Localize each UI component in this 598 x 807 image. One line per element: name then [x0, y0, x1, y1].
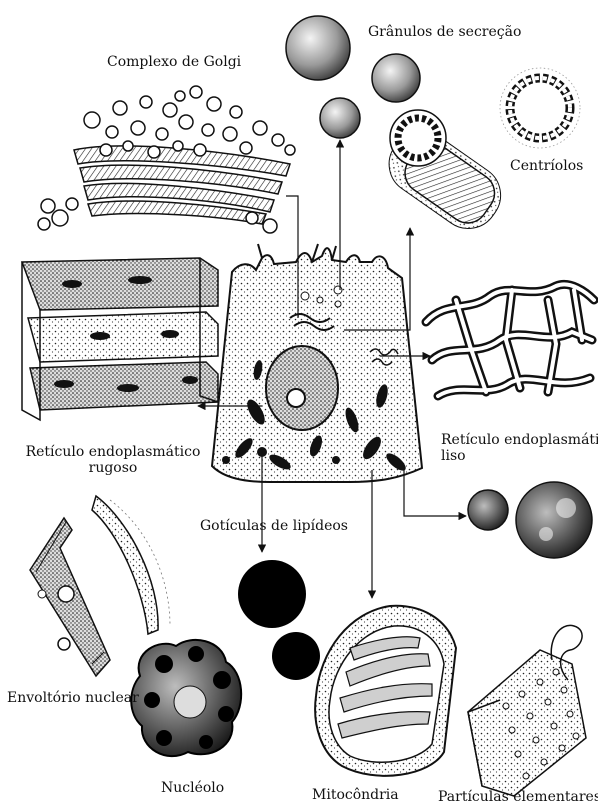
label-lipid-droplets: Gotículas de lipídeos: [200, 518, 348, 534]
label-elementary-particles: Partículas elementares: [438, 789, 598, 805]
dense-granules: [468, 482, 592, 558]
nucleolus-illustration: [131, 640, 241, 756]
central-cell: [212, 244, 422, 482]
label-nuclear-envelope: Envoltório nuclear: [7, 690, 139, 706]
cell-nucleus: [266, 346, 338, 430]
label-mitochondrion: Mitocôndria: [312, 787, 399, 803]
label-rough-er: Retículo endoplasmático rugoso: [18, 444, 208, 476]
label-secretion-granules: Grânulos de secreção: [368, 24, 521, 40]
label-smooth-er: Retículo endoplasmático liso: [441, 432, 598, 464]
label-smooth-er-line2: liso: [441, 448, 598, 464]
label-rough-er-line2: rugoso: [18, 460, 208, 476]
rough-er-illustration: [22, 258, 218, 420]
label-smooth-er-line1: Retículo endoplasmático: [441, 432, 598, 448]
lipid-droplets: [238, 560, 320, 680]
label-centrioles: Centríolos: [510, 158, 583, 174]
label-rough-er-line1: Retículo endoplasmático: [18, 444, 208, 460]
label-nucleolus: Nucléolo: [161, 780, 224, 796]
elementary-particles-illustration: [468, 625, 586, 796]
label-golgi: Complexo de Golgi: [107, 54, 241, 70]
mitochondrion-illustration: [315, 606, 456, 776]
golgi-illustration: [38, 86, 295, 233]
